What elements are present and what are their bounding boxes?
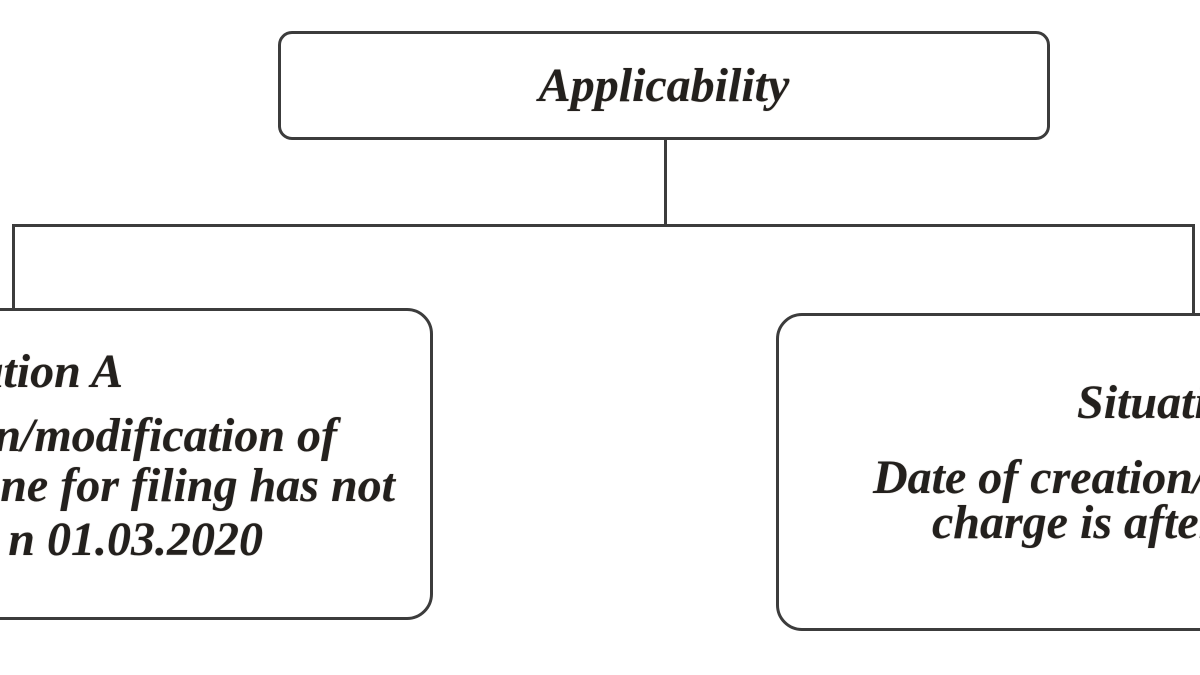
connector-stem: [664, 140, 667, 227]
situation-a-line-1-fragment: n/modification of: [0, 409, 337, 462]
situation-b-line-1-fragment: Date of creation/: [873, 451, 1200, 504]
connector-rail: [12, 224, 1195, 227]
situation-a-line-3-fragment: n 01.03.2020: [8, 513, 263, 566]
situation-b-line-2-fragment: charge is after: [932, 496, 1200, 549]
situation-a-line-2-fragment: ne for filing has not: [0, 459, 395, 512]
situation-b-box: [776, 313, 1200, 631]
connector-drop-right: [1192, 224, 1195, 315]
situation-b-heading-fragment: Situati: [1077, 376, 1200, 429]
applicability-label: Applicability: [538, 58, 790, 112]
applicability-box: Applicability: [278, 31, 1050, 140]
situation-a-heading-fragment: ation A: [0, 345, 123, 398]
connector-drop-left: [12, 224, 15, 310]
situation-a-box: [0, 308, 433, 620]
